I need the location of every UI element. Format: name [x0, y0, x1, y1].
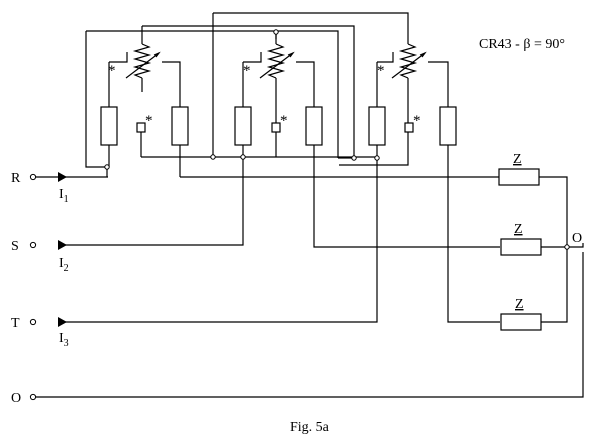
terminal-r [29, 173, 37, 181]
current-label-i3: I3 [59, 331, 69, 349]
diagram-title: CR43 - β = 90° [479, 37, 565, 52]
phase-label-r: R [11, 171, 21, 186]
load-impedance-2 [500, 238, 542, 256]
phase-label-s: S [11, 239, 19, 254]
voltage-coil-box [368, 106, 386, 146]
wattmeter-3: * * [63, 40, 500, 323]
polarity-square [136, 122, 146, 133]
polarity-mark: * [413, 113, 421, 129]
load-label: Z [513, 152, 522, 167]
load-label: Z [514, 222, 523, 237]
voltage-bus [106, 156, 376, 177]
polarity-mark: * [108, 63, 116, 79]
polarity-mark: * [377, 63, 385, 79]
polarity-square [404, 122, 414, 133]
wattmeter-2: * * [63, 32, 500, 248]
polarity-mark: * [243, 63, 251, 79]
load-impedance-3 [500, 313, 542, 331]
figure-caption: Fig. 5a [290, 420, 330, 435]
polarity-mark: * [145, 113, 153, 129]
phase-label-t: T [11, 316, 20, 331]
arrow-i1-icon [58, 172, 67, 182]
arrow-i3-icon [58, 317, 67, 327]
current-coil-box [305, 106, 323, 146]
arrow-i2-icon [58, 240, 67, 250]
voltage-coil-box [100, 106, 118, 146]
current-coil-box [439, 106, 457, 146]
current-coil-box [171, 106, 189, 146]
polarity-mark: * [280, 113, 288, 129]
terminal-t [29, 318, 37, 326]
current-label-i2: I2 [59, 256, 69, 274]
terminal-o [29, 393, 37, 401]
current-arrows [58, 172, 67, 327]
terminal-s [29, 241, 37, 249]
load-impedances: Z Z Z [36, 152, 584, 398]
top-wiring [85, 12, 409, 168]
neutral-label-left: O [11, 391, 21, 406]
load-impedance-1 [498, 168, 540, 186]
neutral-label-right: O [572, 231, 582, 246]
load-label: Z [515, 297, 524, 312]
polarity-square [271, 122, 281, 133]
junction-dots [104, 29, 570, 250]
current-label-i1: I1 [59, 187, 69, 205]
wattmeter-1: * * [100, 39, 189, 177]
terminals [29, 173, 37, 401]
voltage-coil-box [234, 106, 252, 146]
